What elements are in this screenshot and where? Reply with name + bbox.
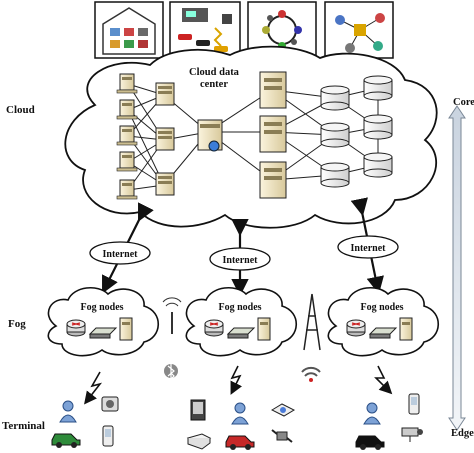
internet-cloud-1: Internet [89,241,151,265]
storage-disk-icon [363,75,393,101]
internet-cloud-2: Internet [209,247,271,271]
workstation-server [116,73,138,94]
router-icon [66,319,86,337]
cloud-data-center-label-2: center [200,79,228,90]
printer-icon [186,433,212,450]
fog-nodes-label: Fog nodes [218,302,261,313]
mid-server [155,82,175,106]
fog-cluster: Fog nodes [185,287,297,357]
scanner-icon [270,403,296,417]
robot-icon [271,429,293,443]
mid-server [155,172,175,196]
fog-cluster: Fog nodes [47,287,159,357]
rack-server [259,71,287,109]
rack-servers [259,71,287,199]
storage-disk-icon [363,152,393,178]
switch-icon [368,327,398,339]
mid-server [155,127,175,151]
antenna-icon [162,297,182,334]
fog-cloud-outline [327,287,439,357]
core-edge-axis: Core Edge [448,97,474,439]
workstation-server [116,99,138,120]
cell-tower-icon [303,293,321,351]
bluetooth-icon [164,363,178,381]
storage-disks [320,75,393,188]
fog-server-icon [257,317,271,341]
phone-icon [102,425,114,447]
switch-icon [226,327,256,339]
storage-disk-icon [320,85,350,111]
top-panel-industry [324,1,394,59]
edge-servers-mid [155,82,175,196]
fog-server-icon [119,317,133,341]
internet-label-1: Internet [103,249,139,260]
car-icon [225,435,255,450]
camera-icon [101,396,119,412]
user-icon [363,402,381,425]
vehicle-sensor-icon [178,8,232,52]
layer-label-terminal: Terminal [2,420,45,432]
storage-disk-icon [320,162,350,188]
rack-server [259,115,287,153]
fog-clusters: Fog nodes Fog nodes Fog nodes [47,287,439,357]
top-panel-vehicles [169,1,241,59]
edge-servers-left [116,73,138,200]
workstation-server [116,125,138,146]
workstation-server [116,151,138,172]
axis-label-edge: Edge [451,428,474,439]
social-network-icon [262,10,302,50]
smart-home-icon [102,7,156,55]
router-icon [204,319,224,337]
cctv-camera-icon [401,427,423,442]
user-icon [231,402,249,425]
layer-label-fog: Fog [8,318,26,330]
router-icon [346,319,366,337]
car-icon [355,435,385,450]
fog-nodes-label: Fog nodes [360,302,403,313]
switch-icon [88,327,118,339]
phone-icon [408,393,420,415]
fog-cloud-outline [47,287,159,357]
axis-label-core: Core [453,97,474,108]
internet-label-3: Internet [351,243,387,254]
cloud-data-center-label-1: Cloud data [189,67,240,78]
internet-cloud-3: Internet [337,235,399,259]
workstation-server [116,179,138,200]
storage-disk-icon [320,122,350,148]
car-icon [51,433,81,448]
ebook-reader-icon [190,399,206,421]
core-router-server [197,119,223,152]
rack-server [259,161,287,199]
wifi-icon [301,366,321,382]
terminal-devices [51,393,423,450]
internet-label-2: Internet [223,255,259,266]
fog-nodes-label: Fog nodes [80,302,123,313]
wireless-links [84,365,393,405]
top-panel-smart-home [94,1,164,59]
fog-cluster: Fog nodes [327,287,439,357]
industry-network-icon [335,13,385,53]
storage-disk-icon [363,114,393,140]
fog-server-icon [399,317,413,341]
layer-label-cloud: Cloud [6,104,35,116]
fog-cloud-outline [185,287,297,357]
user-icon [59,400,77,423]
